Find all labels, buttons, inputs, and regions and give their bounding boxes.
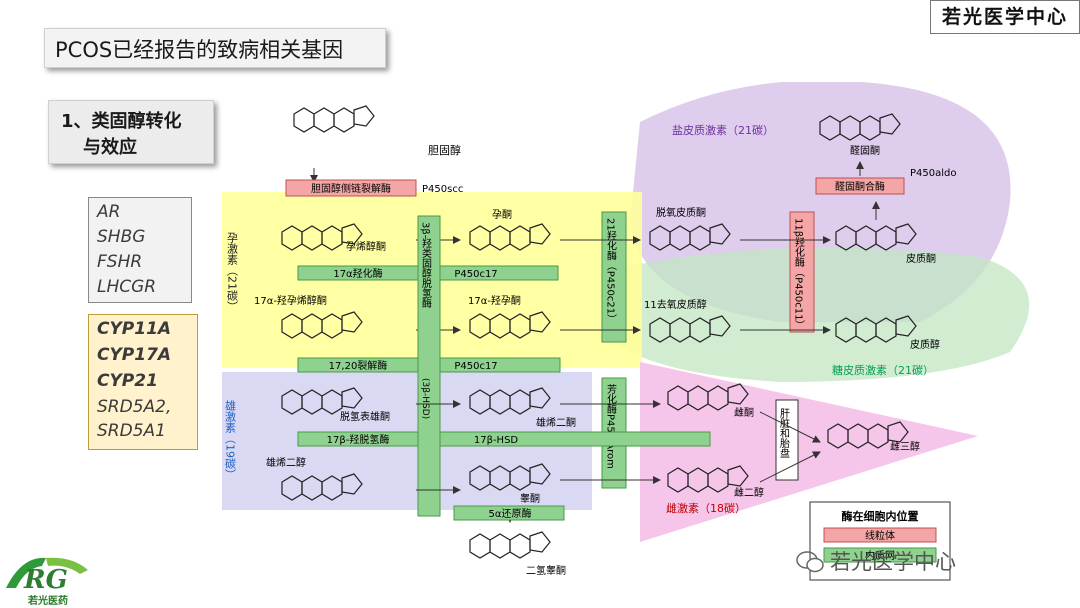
estrogen-zone-label: 雌激素（18碳） [666, 501, 746, 515]
svg-text:RG: RG [23, 565, 68, 595]
scc-enzyme-label: 胆固醇侧链裂解酶 [311, 182, 391, 195]
company-logo: RG [6, 557, 88, 595]
hydroxylase11-box [789, 211, 815, 333]
glucocorticoid-zone [600, 247, 1030, 382]
hydroxylase11-label: 11β羟化酶（P450c11） [793, 218, 805, 330]
legend-mito-swatch [823, 527, 937, 543]
brand-label: 若光医学中心 [930, 0, 1080, 34]
gene-item: SRD5A2, [97, 397, 172, 417]
cholesterol-structure [293, 105, 375, 133]
dhea-label: 脱氢表雄酮 [340, 410, 390, 423]
hsd17-label: 17β-羟脱氢酶 [327, 433, 390, 446]
progestogen-zone-label: 孕激素（21碳） [226, 232, 239, 312]
legend-mito-label: 线粒体 [865, 529, 895, 542]
hydroxylase21-box [601, 211, 627, 343]
legend-er-swatch [823, 547, 937, 563]
estrone-label: 雌酮 [734, 406, 754, 419]
gene-item: SHBG [97, 227, 146, 247]
hydroxypregnenolone-label: 17α-羟孕烯醇酮 [254, 294, 327, 307]
hsd17-code-box [439, 431, 711, 447]
deoxycortisol-label: 11去氧皮质醇 [644, 298, 707, 311]
androgen-zone-label: 雄激素（19碳） [224, 399, 237, 480]
scc-enzyme-box [285, 179, 417, 197]
reductase-box [453, 505, 565, 521]
lyase-label: 17,20裂解酶 [329, 359, 388, 372]
gene-item: CYP21 [97, 371, 158, 391]
hydroxylase17-label: 17α羟化酶 [333, 267, 382, 280]
section-heading-line1: 1、类固醇转化 [61, 111, 182, 132]
pregnenolone-label: 孕烯醇酮 [346, 240, 386, 253]
lyase-box [297, 357, 419, 373]
corticosterone-label: 皮质酮 [906, 252, 936, 265]
gene-item: SRD5A1 [97, 421, 166, 441]
hsd3b-code: (3β-HSD) [420, 378, 430, 419]
dht-structure [469, 531, 551, 559]
hsd17-code: 17β-HSD [474, 435, 519, 446]
p450c17-box-b [439, 357, 561, 373]
legend-title: 酶在细胞内位置 [842, 509, 919, 523]
gene-item: FSHR [97, 252, 143, 272]
legend-er-label: 内质网 [865, 549, 895, 562]
aromatase-label: 芳化酶P450 Arom [605, 383, 617, 469]
enzyme-gene-list: CYP11A CYP17A CYP21 SRD5A2, SRD5A1 [88, 314, 198, 450]
hsd17-box [297, 431, 419, 447]
aldo-code: P450aldo [910, 168, 957, 179]
reductase-label: 5α还原酶 [489, 507, 532, 520]
cholesterol-label: 胆固醇 [428, 143, 461, 157]
receptor-gene-list: AR SHBG FSHR LHCGR [88, 197, 192, 303]
logo-caption: 若光医药 [28, 596, 68, 607]
aldosterone-label: 醛固酮 [850, 144, 880, 157]
gene-item: CYP11A [97, 319, 172, 339]
p450c17-label-a: P450c17 [454, 269, 497, 280]
gene-item: AR [97, 202, 121, 222]
gene-item: LHCGR [97, 277, 157, 297]
deoxycorticosterone-label: 脱氧皮质酮 [656, 206, 706, 219]
cortisol-label: 皮质醇 [910, 338, 940, 351]
glucocorticoid-zone-label: 糖皮质激素（21碳） [832, 363, 934, 377]
testosterone-label: 睾酮 [520, 492, 540, 505]
section-heading: 1、类固醇转化 与效应 [48, 100, 214, 164]
liver-placenta-box [775, 399, 799, 481]
liver-placenta-label: 肝脏和胎盘 [778, 408, 790, 458]
androstenediol-label: 雄烯二醇 [266, 456, 306, 469]
steroid-pathway-diagram: 胆固醇 胆固醇侧链裂解酶 P450scc 孕激素（21碳） 孕烯醇酮 孕酮 17… [222, 82, 1030, 581]
estradiol-label: 雌二醇 [734, 486, 764, 499]
dht-label: 二氢睾酮 [526, 564, 566, 577]
androstenedione-label: 雄烯二酮 [536, 416, 576, 429]
watermark-text: 若光医学中心 [830, 550, 956, 574]
p450c17-label-b: P450c17 [454, 361, 497, 372]
estrogen-zone [640, 362, 978, 542]
chat-icon [796, 551, 824, 573]
hydroxyprogesterone-label: 17α-羟孕酮 [468, 294, 521, 307]
mineralocorticoid-zone-label: 盐皮质激素（21碳） [672, 123, 774, 137]
section-heading-line2: 与效应 [83, 137, 137, 158]
hydroxylase21-label: 21羟化酶（P450c21） [605, 218, 617, 324]
title-banner [44, 28, 386, 68]
aldosterone-synthase-box [815, 177, 905, 195]
hsd3b-label: 3β-羟类固醇脱氢酶 [420, 222, 432, 309]
gene-item: CYP17A [97, 345, 172, 365]
page-title: PCOS已经报告的致病相关基因 [55, 38, 344, 62]
scc-code: P450scc [422, 184, 463, 195]
estriol-label: 雌三醇 [890, 440, 920, 453]
progesterone-label: 孕酮 [492, 209, 512, 221]
aldosterone-synthase-label: 醛固酮合酶 [835, 180, 885, 193]
